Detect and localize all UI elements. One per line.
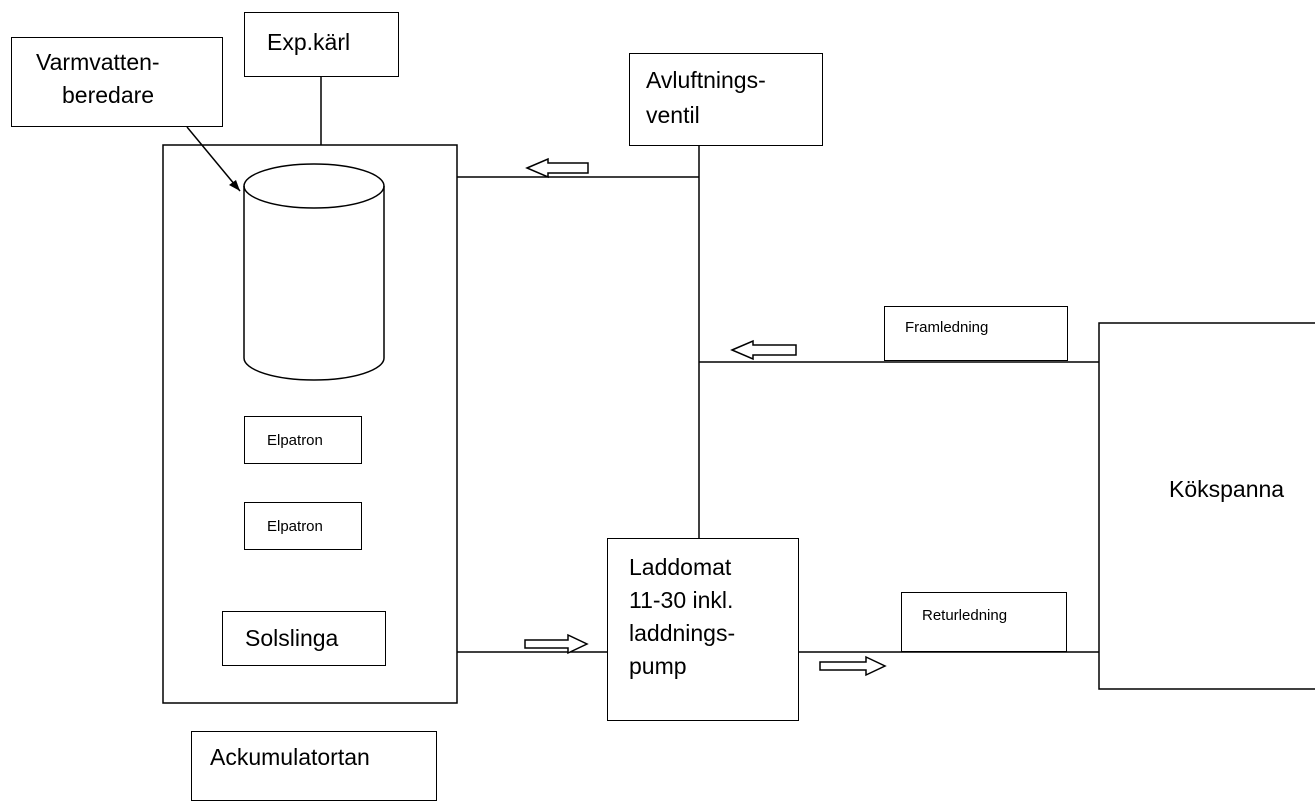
immersion-heater-box-1: Elpatron <box>244 416 362 464</box>
flow-arrow-right-bottom <box>524 633 589 655</box>
water-heater-label-box: Varmvatten- beredare <box>11 37 223 127</box>
return-line-box: Returledning <box>901 592 1067 652</box>
water-heater-label-line1: Varmvatten- <box>36 49 160 75</box>
laddomat-label-line1: Laddomat <box>629 554 732 580</box>
air-vent-valve-box: Avluftnings- ventil <box>629 53 823 146</box>
return-line-label: Returledning <box>922 607 1008 624</box>
boiler-label: Kökspanna <box>1169 476 1285 502</box>
water-heater-cylinder <box>243 186 385 381</box>
pointer-arrowhead <box>229 180 240 191</box>
accumulator-tank <box>162 144 458 704</box>
immersion-heater-label-2: Elpatron <box>267 518 323 535</box>
laddomat-label-line2: 11-30 inkl. <box>629 587 734 613</box>
water-heater-label-line2: beredare <box>62 82 155 108</box>
laddomat-box: Laddomat 11-30 inkl. laddnings- pump <box>607 538 799 721</box>
laddomat-label-line3: laddnings- <box>629 620 736 646</box>
boiler-outline <box>1098 322 1315 690</box>
flow-arrow-left-middle <box>730 339 797 361</box>
supply-line-box: Framledning <box>884 306 1068 361</box>
flow-arrow-right-return <box>819 655 887 677</box>
flow-arrow-left-top <box>525 157 589 179</box>
accumulator-tank-label-box: Ackumulatortan <box>191 731 437 801</box>
air-vent-valve-label-line2: ventil <box>646 102 700 128</box>
immersion-heater-label-1: Elpatron <box>267 432 323 449</box>
immersion-heater-box-2: Elpatron <box>244 502 362 550</box>
water-heater-top <box>243 163 385 209</box>
air-vent-valve-label-line1: Avluftnings- <box>646 67 766 93</box>
expansion-vessel-label: Exp.kärl <box>267 29 351 55</box>
laddomat-label-line4: pump <box>629 653 687 679</box>
solar-coil-box: Solslinga <box>222 611 386 666</box>
accumulator-tank-label: Ackumulatortan <box>210 744 370 770</box>
expansion-vessel-box: Exp.kärl <box>244 12 399 77</box>
supply-line-label: Framledning <box>905 319 989 336</box>
solar-coil-label: Solslinga <box>245 625 339 651</box>
pointer-line <box>186 126 241 192</box>
